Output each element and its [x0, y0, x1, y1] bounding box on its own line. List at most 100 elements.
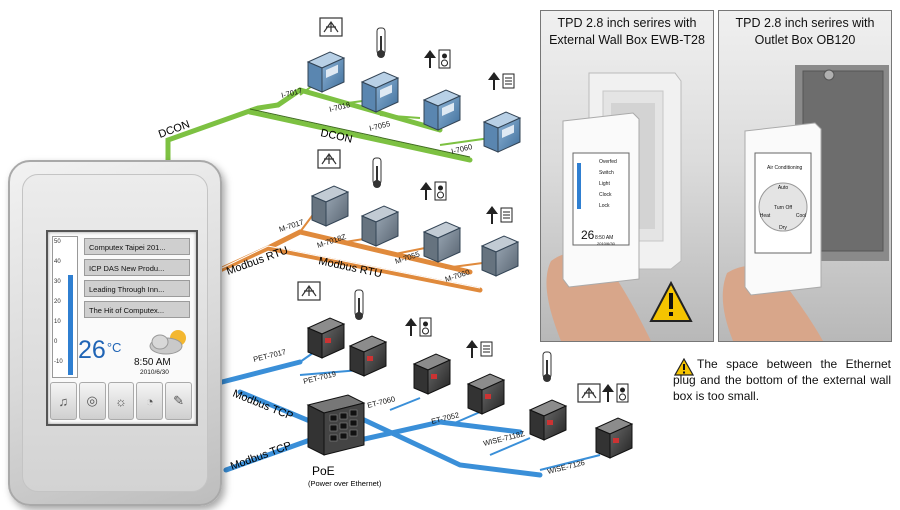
module-pet7019: [349, 335, 387, 377]
wall-box-menu-item: Overfed: [599, 159, 617, 165]
outlet-box-panel: TPD 2.8 inch serires with Outlet Box OB1…: [718, 10, 892, 342]
lamp-speaker-icon: [419, 181, 447, 201]
fan-icon: [317, 149, 341, 169]
outlet-box-title-line2: Outlet Box OB120: [754, 33, 856, 47]
thermometer-fill: [68, 275, 73, 375]
module-m7018z: [361, 205, 399, 247]
temperature-unit: °C: [106, 340, 122, 355]
fan-icon: [577, 383, 601, 403]
lamp-speaker-icon: [601, 383, 629, 403]
thermometer-icon: [376, 27, 386, 59]
lamp-document-icon: [465, 339, 493, 359]
weather-cloudy-icon: [149, 330, 186, 355]
outlet-box-button: Cool: [796, 213, 806, 219]
fan-icon: [319, 17, 343, 37]
warning-note-text: The space between the Ethernet plug and …: [673, 357, 891, 403]
outlet-box-title: TPD 2.8 inch serires with Outlet Box OB1…: [719, 15, 891, 49]
poe-switch: [306, 394, 366, 456]
scale-10: 10: [54, 319, 61, 325]
module-m7060: [481, 235, 519, 277]
clock-time: 8:50 AM: [134, 357, 171, 368]
scale-40: 40: [54, 259, 61, 265]
clock-date: 2010/6/30: [140, 369, 169, 376]
scale-minus10: -10: [54, 359, 63, 365]
camera-icon[interactable]: ◎: [78, 382, 106, 420]
module-et7052: [467, 373, 505, 415]
music-icon[interactable]: ♫: [50, 382, 77, 420]
warning-note: The space between the Ethernet plug and …: [673, 356, 891, 404]
outlet-box-button: Auto: [778, 185, 789, 191]
module-i7060: [483, 111, 521, 153]
label-i7055: I-7055: [368, 119, 391, 133]
wall-box-time: 8:50 AM: [595, 235, 613, 241]
news-item[interactable]: Leading Through Inn...: [84, 280, 190, 297]
module-wise7118z: [529, 399, 567, 441]
warning-icon: [649, 280, 693, 322]
module-pet7017: [307, 317, 345, 359]
scale-30: 30: [54, 279, 61, 285]
module-wise7126: [595, 417, 633, 459]
news-item[interactable]: The Hit of Computex...: [84, 301, 190, 318]
label-pet7019: PET-7019: [302, 369, 337, 386]
label-et7060: ET-7060: [366, 394, 396, 410]
thermometer-icon: [354, 289, 364, 321]
module-i7055: [423, 89, 461, 131]
label-m7055: M-7055: [394, 249, 421, 265]
label-pet7017: PET-7017: [252, 347, 287, 364]
wrench-icon[interactable]: ✎: [165, 382, 192, 420]
wall-box-menu-item: Switch: [599, 170, 614, 176]
bus-label-tcp-2: Modbus TCP: [229, 440, 293, 473]
temperature-value: 26: [78, 336, 106, 364]
lamp-speaker-icon: [404, 317, 432, 337]
news-item[interactable]: Computex Taipei 201...: [84, 238, 190, 255]
label-wise7126: WISE-7126: [546, 458, 585, 476]
bus-label-dcon-2: DCON: [319, 127, 353, 145]
timer-icon[interactable]: ◔: [136, 382, 164, 420]
wall-box-menu-item: Light: [599, 181, 610, 187]
outlet-box-button: Heat: [760, 213, 771, 219]
wall-box-title: TPD 2.8 inch serires with External Wall …: [541, 15, 713, 49]
poe-subtitle: (Power over Ethernet): [308, 479, 382, 488]
outlet-box-button: Dry: [779, 225, 787, 231]
bulb-icon[interactable]: ☼: [107, 382, 135, 420]
lamp-document-icon: [487, 71, 515, 91]
fan-icon: [297, 281, 321, 301]
wall-box-date: 2010/6/30: [597, 241, 616, 246]
module-i7018: [361, 71, 399, 113]
wall-box-title-line2: External Wall Box EWB-T28: [549, 33, 705, 47]
outlet-box-photo: Air Conditioning Auto Turn Off Heat Cool…: [722, 65, 889, 341]
label-i7018: I-7018: [328, 100, 351, 114]
wall-box-menu-item: Clock: [599, 192, 612, 198]
lamp-speaker-icon: [423, 49, 451, 69]
poe-title: PoE: [312, 464, 335, 478]
outlet-box-header: Air Conditioning: [767, 165, 803, 171]
scale-0: 0: [54, 339, 58, 345]
label-m7060: M-7060: [444, 267, 471, 283]
thermometer-icon: [542, 351, 552, 383]
wall-box-temp: 26: [581, 228, 595, 242]
temperature-readout: 26°C: [78, 336, 121, 365]
outlet-box-button: Turn Off: [774, 205, 793, 211]
wall-box-title-line1: TPD 2.8 inch serires with: [557, 16, 697, 30]
wall-box-panel: TPD 2.8 inch serires with External Wall …: [540, 10, 714, 342]
device-screen: 50 40 30 20 10 0 -10 Computex Taipei 201…: [46, 230, 198, 426]
news-item[interactable]: ICP DAS New Produ...: [84, 259, 190, 276]
bus-label-rtu-2: Modbus RTU: [317, 255, 383, 280]
module-i7017: [307, 51, 345, 93]
bus-label-tcp-1: Modbus TCP: [231, 388, 295, 423]
module-m7055: [423, 221, 461, 263]
wall-box-menu-item: Lock: [599, 203, 610, 209]
device-icon-bar: ♫ ◎ ☼ ◔ ✎: [50, 382, 192, 420]
module-m7017: [311, 185, 349, 227]
scale-20: 20: [54, 299, 61, 305]
label-i7060: I-7060: [450, 142, 473, 156]
wall-box-photo: 26 8:50 AM 2010/6/30 Overfed Switch Ligh…: [546, 72, 693, 341]
touch-panel-device: 50 40 30 20 10 0 -10 Computex Taipei 201…: [8, 160, 222, 506]
tcp-bus: [219, 359, 543, 478]
warning-icon: [674, 358, 694, 376]
outlet-box-title-line1: TPD 2.8 inch serires with: [735, 16, 875, 30]
module-et7060: [413, 353, 451, 395]
scale-50: 50: [54, 239, 61, 245]
thermometer-gauge: 50 40 30 20 10 0 -10: [52, 236, 78, 378]
